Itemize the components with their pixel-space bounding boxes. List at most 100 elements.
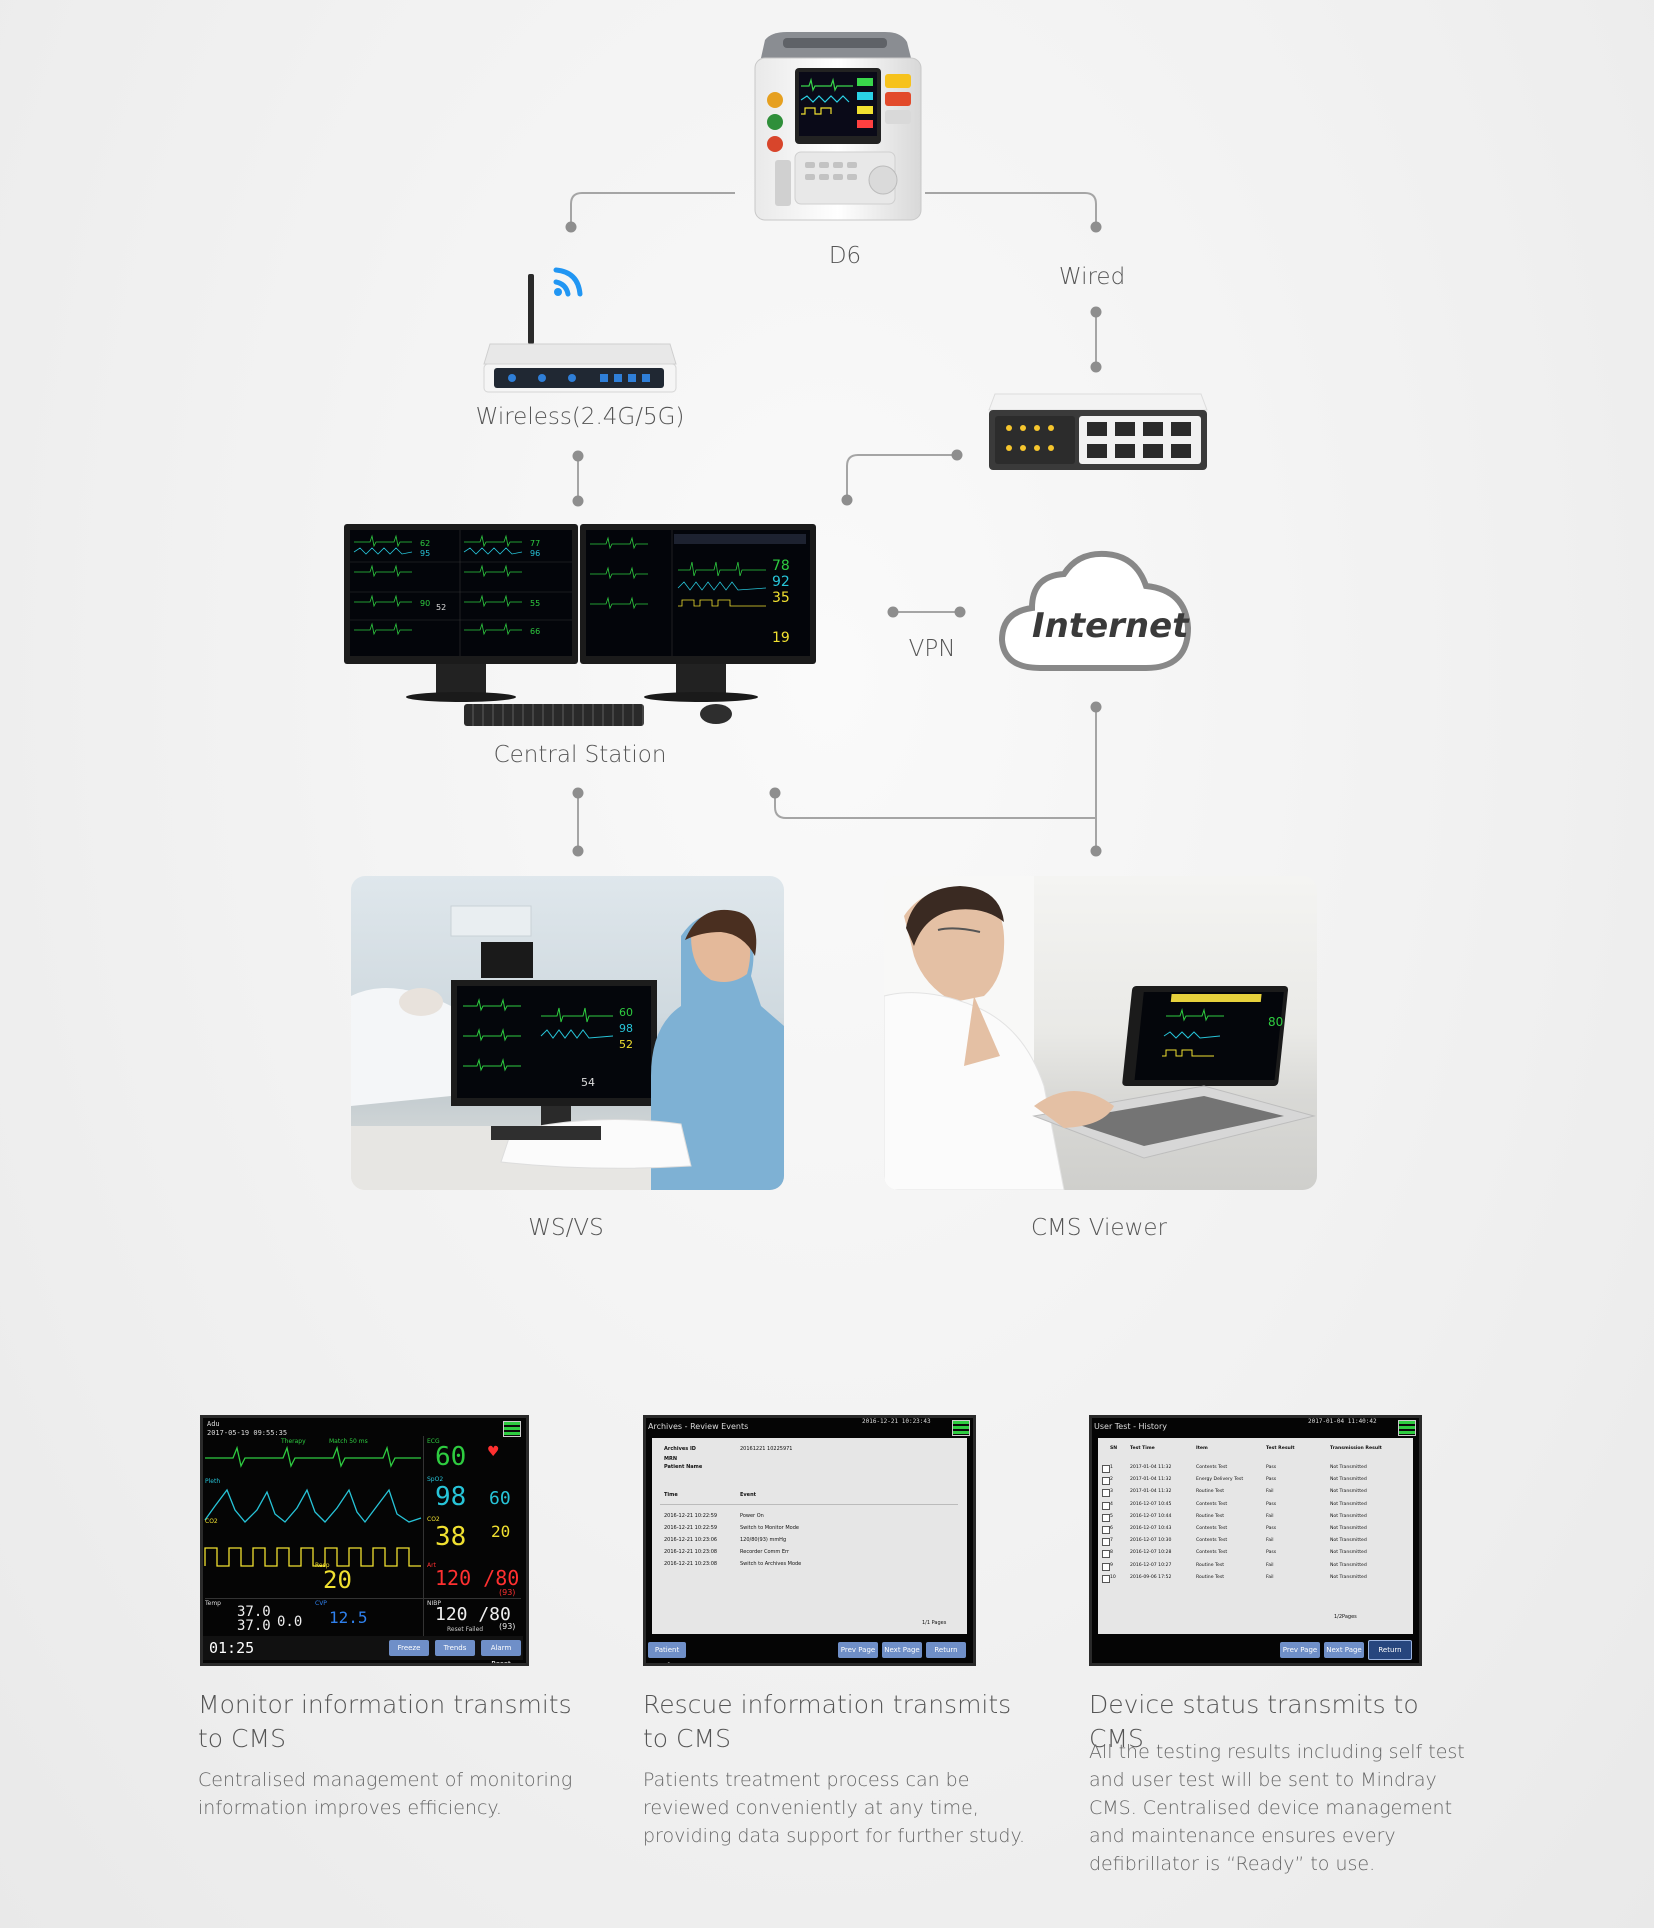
svg-text:52: 52 [436,603,446,612]
monitor-waveforms [204,1445,422,1567]
td-value: 0.0 [277,1614,303,1630]
table-cell: Not Transmitted [1330,1562,1367,1568]
central-monitor-right: 78 92 35 19 [580,524,816,702]
row-checkbox[interactable] [1102,1513,1110,1522]
co2-wave-label: CO2 [205,1518,218,1525]
table-cell: Fail [1266,1538,1274,1544]
svg-text:90: 90 [420,599,430,608]
table-cell: Energy Delivery Test [1196,1477,1244,1483]
monitor-header: Adu [207,1420,220,1428]
card1-title: Monitor information transmits to CMS [198,1690,572,1753]
row-checkbox[interactable] [1102,1465,1110,1473]
svg-text:66: 66 [530,627,540,636]
row-checkbox[interactable] [1102,1562,1110,1571]
event-time: 2016-12-21 10:23:06 [664,1537,718,1543]
central-value-resp: 19 [772,630,790,646]
col-sn: SN [1110,1446,1118,1451]
event-time: 2016-12-21 10:23:08 [664,1549,718,1555]
table-cell: Pass [1266,1465,1277,1470]
row-checkbox[interactable] [1102,1574,1110,1583]
table-cell: 9 [1110,1562,1113,1568]
archives-id: 20161221 10225971 [740,1446,793,1452]
table-cell: Not Transmitted [1330,1550,1367,1556]
svg-text:95: 95 [420,549,430,558]
svg-text:77: 77 [530,539,540,548]
row-checkbox[interactable] [1102,1501,1110,1510]
svg-text:96: 96 [530,549,540,558]
device-datetime: 2017-01-04 11:40:42 [1308,1418,1377,1425]
device-pages: 1/2Pages [1334,1614,1357,1620]
table-cell: Not Transmitted [1330,1489,1367,1495]
table-cell: Not Transmitted [1330,1525,1367,1531]
vpn-label: VPN [908,636,956,662]
device-status-screen: User Test - History 2017-01-04 11:40:42 … [1089,1415,1422,1666]
return-button[interactable]: Return [1368,1640,1412,1660]
table-cell: Not Transmitted [1330,1513,1367,1519]
network-switch-image [988,393,1208,470]
mouse [700,704,732,724]
table-cell: Pass [1266,1501,1277,1507]
prev-page-button[interactable]: Prev Page [838,1642,878,1658]
table-cell: Routine Test [1196,1562,1225,1568]
table-cell: Routine Test [1196,1574,1225,1580]
event-time: 2016-12-21 10:22:59 [664,1525,718,1531]
table-cell: Pass [1266,1525,1277,1531]
art-label: Art [427,1562,436,1569]
row-checkbox[interactable] [1102,1525,1110,1534]
internet-label: Internet [1032,606,1189,646]
next-page-button[interactable]: Next Page [1324,1642,1364,1658]
table-cell: 1 [1110,1465,1113,1470]
wireless-label: Wireless(2.4G/5G) [475,404,685,430]
rescue-title: Archives - Review Events [648,1422,749,1431]
card1-desc: Centralised management of monitoring inf… [198,1769,573,1819]
table-cell: Pass [1266,1477,1277,1483]
patient-name-label: Patient Name [664,1464,703,1470]
event-time: 2016-12-21 10:22:59 [664,1513,718,1519]
col-event: Event [740,1492,757,1498]
return-button[interactable]: Return [926,1642,966,1658]
table-cell: Contents Test [1196,1501,1228,1507]
freeze-button[interactable]: Freeze [389,1640,429,1656]
t2-value: 37.0 [237,1618,271,1634]
event-name: Switch to Monitor Mode [740,1525,799,1531]
table-cell: 5 [1110,1513,1113,1519]
monitor-datetime: 2017-05-19 09:55:35 [207,1429,288,1437]
table-cell: 7 [1110,1538,1113,1544]
svg-text:60: 60 [619,1006,633,1019]
nibp-label: NIBP [427,1600,441,1607]
art-mean: (93) [499,1588,516,1597]
event-name: 120/80(93) mmHg [740,1537,787,1543]
next-page-button[interactable]: Next Page [882,1642,922,1658]
prev-page-button[interactable]: Prev Page [1280,1642,1320,1658]
card2-title: Rescue information transmits to CMS [643,1690,1012,1753]
nibp-value: 120 /80 [435,1604,511,1625]
svg-text:80: 80 [1268,1015,1283,1029]
row-checkbox[interactable] [1102,1489,1110,1498]
row-checkbox[interactable] [1102,1538,1110,1547]
trends-button[interactable]: Trends [435,1640,475,1656]
central-value-spo2: 92 [772,574,790,590]
table-cell: 2016-12-07 10:30 [1130,1538,1172,1544]
alarm-reset-button[interactable]: Alarm Reset [481,1640,521,1663]
patient-info-button[interactable]: Patient Info [648,1642,686,1663]
nibp-status: Reset Failed [447,1626,484,1633]
row-checkbox[interactable] [1102,1477,1110,1486]
table-cell: 2016-09-06 17:52 [1130,1574,1172,1580]
temp-label: Temp [205,1600,221,1607]
table-cell: Not Transmitted [1330,1538,1367,1544]
col-transmission: Transmission Result [1330,1446,1382,1451]
row-checkbox[interactable] [1102,1550,1110,1559]
awrr-value: 20 [491,1522,511,1541]
